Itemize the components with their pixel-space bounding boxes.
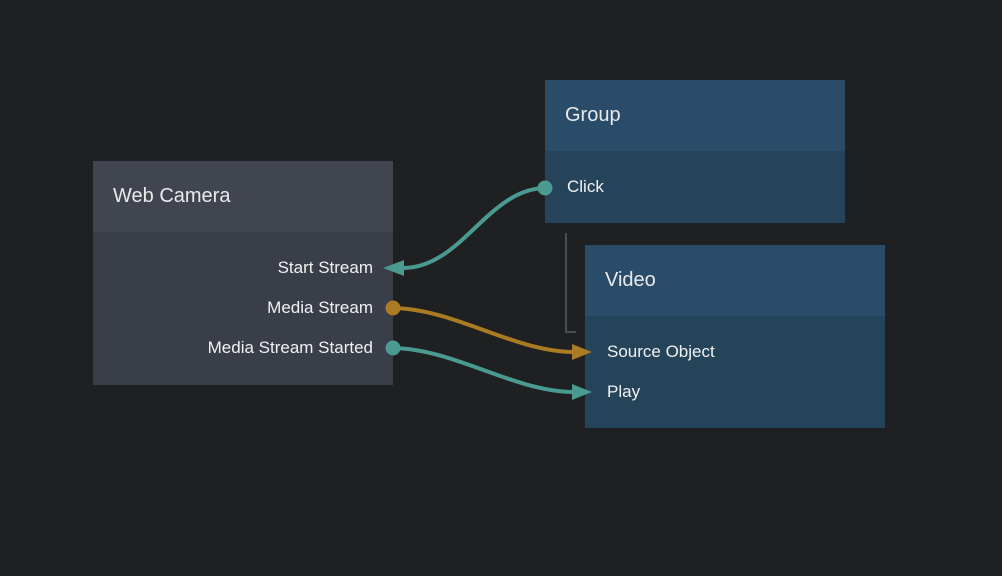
arrowhead-source-object-icon[interactable] [572,344,592,360]
port-dot-media-stream-started-icon[interactable] [385,340,401,356]
route-line-group-to-video[interactable] [565,233,576,333]
node-web-camera[interactable]: Web Camera Start Stream Media Stream Med… [93,161,393,385]
node-video-title: Video [605,269,656,291]
port-dot-click-icon[interactable] [537,180,553,196]
port-label-start-stream: Start Stream [277,258,373,277]
port-row-media-stream-started: Media Stream Started [93,328,393,368]
arrowhead-play-icon[interactable] [572,384,592,400]
node-web-camera-title: Web Camera [113,185,231,207]
node-video-body: Source Object Play [585,316,885,428]
connection-click-to-start-stream[interactable] [402,186,547,270]
node-group[interactable]: Group Click [545,80,845,223]
node-web-camera-header[interactable]: Web Camera [93,161,393,232]
port-label-media-stream-started: Media Stream Started [207,338,373,357]
port-row-source-object: Source Object [585,332,885,372]
node-web-camera-body: Start Stream Media Stream Media Stream S… [93,232,393,385]
port-label-media-stream: Media Stream [267,298,373,317]
arrowhead-start-stream-icon[interactable] [383,260,404,276]
node-video-header[interactable]: Video [585,245,885,316]
port-row-play: Play [585,372,885,412]
connection-media-stream-started-to-play[interactable] [391,346,575,394]
port-label-click: Click [567,177,604,196]
port-row-media-stream: Media Stream [93,288,393,328]
node-group-title: Group [565,104,621,126]
port-row-click: Click [545,167,845,207]
node-video[interactable]: Video Source Object Play [585,245,885,428]
port-label-source-object: Source Object [607,342,715,361]
port-label-play: Play [607,382,641,401]
connection-media-stream-to-source-object[interactable] [391,306,575,354]
node-group-header[interactable]: Group [545,80,845,151]
port-row-start-stream: Start Stream [93,248,393,288]
node-group-body: Click [545,151,845,223]
port-dot-media-stream-icon[interactable] [385,300,401,316]
